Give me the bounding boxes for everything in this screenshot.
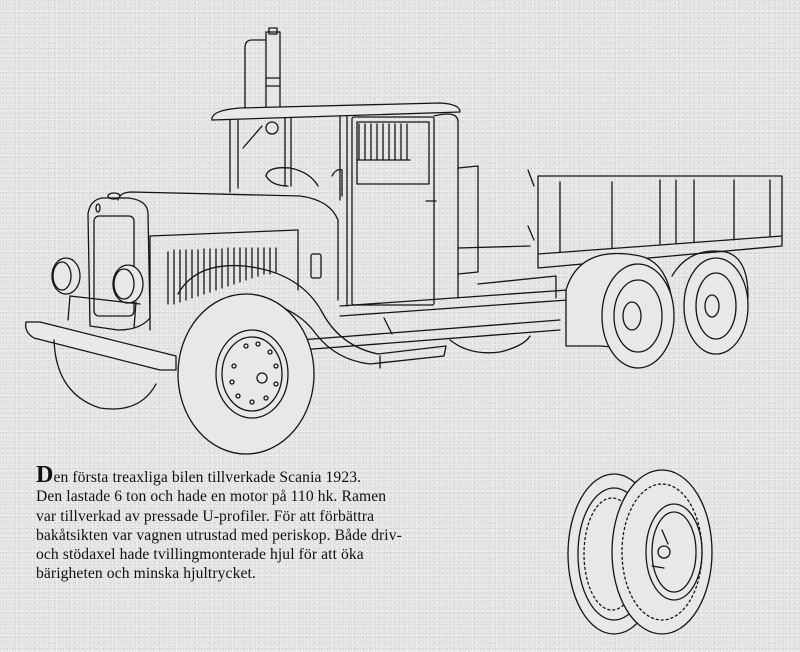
middle-far-wheel — [450, 336, 530, 353]
cab — [230, 114, 530, 306]
caption: Den första treaxliga bilen tillverkade S… — [36, 462, 476, 584]
caption-line-5: och stödaxel hade tvillingmonterade hjul… — [36, 546, 364, 564]
caption-line-6: bärigheten och minska hjultrycket. — [36, 565, 256, 583]
headlamps — [52, 258, 143, 328]
caption-line-2: Den lastade 6 ton och hade en motor på 1… — [36, 488, 387, 506]
cab-roof — [212, 103, 460, 120]
twin-wheels-detail — [568, 470, 712, 634]
drop-cap: D — [36, 462, 54, 488]
periscope — [245, 28, 280, 108]
rear-wheels — [566, 251, 748, 368]
caption-line-1: Den första treaxliga bilen tillverkade S… — [36, 462, 362, 488]
caption-line-4: bakåtsikten var vagnen utrustad med peri… — [36, 526, 402, 544]
front-wheel — [178, 294, 314, 454]
cargo-bed — [528, 170, 782, 268]
front-bumper — [26, 322, 176, 370]
caption-line-3: var tillverkad av pressade U-profiler. F… — [36, 507, 375, 525]
far-front-wheel — [54, 340, 156, 409]
